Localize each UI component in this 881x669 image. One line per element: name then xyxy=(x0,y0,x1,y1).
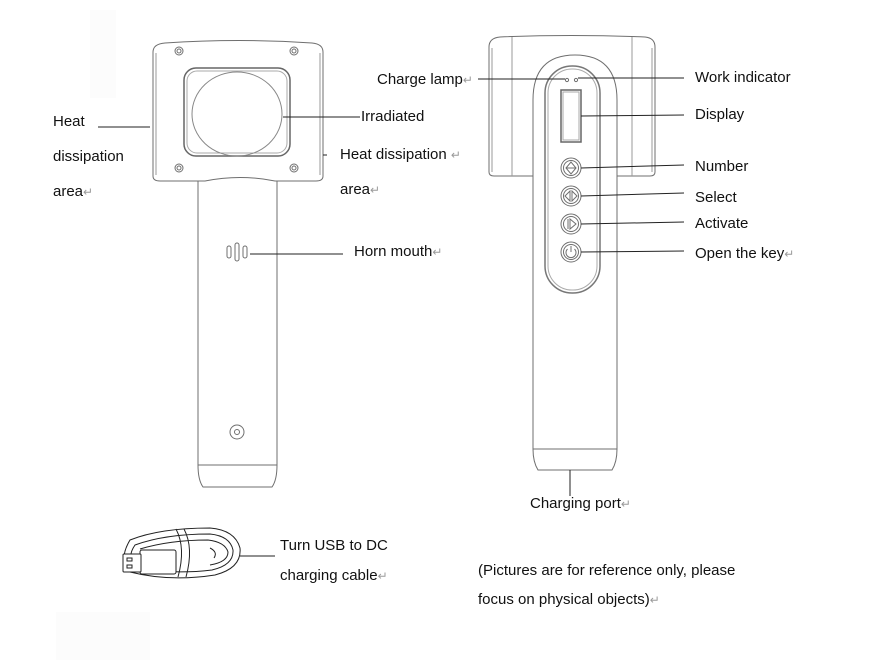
label-cable-line1: Turn USB to DC xyxy=(280,537,388,554)
label-heat-dissipation-right-line1: Heat dissipation ↵ xyxy=(340,146,461,163)
faint-background-patch xyxy=(90,10,116,98)
label-open-the-key: Open the key↵ xyxy=(695,245,795,262)
leader-line-activate xyxy=(580,221,685,225)
power-icon xyxy=(560,241,582,263)
return-mark-icon: ↵ xyxy=(83,185,94,199)
screw-icon xyxy=(289,163,299,173)
leader-line-select xyxy=(580,192,685,197)
usb-cable-illustration xyxy=(122,527,241,579)
right-device-handle xyxy=(532,54,618,471)
screw-icon xyxy=(289,46,299,56)
return-mark-icon: ↵ xyxy=(370,183,381,197)
label-select: Select xyxy=(695,189,737,206)
label-heat-dissipation-left-line1: Heat xyxy=(53,113,85,130)
irradiation-window xyxy=(183,67,291,157)
up-down-arrow-icon xyxy=(560,157,582,179)
screw-icon xyxy=(174,46,184,56)
port-hole-icon xyxy=(229,424,245,440)
label-heat-dissipation-right-line2: area↵ xyxy=(340,181,381,198)
label-horn-mouth: Horn mouth↵ xyxy=(354,243,443,260)
return-mark-icon: ↵ xyxy=(432,245,443,259)
screw-icon xyxy=(174,163,184,173)
label-heat-dissipation-left-line2: dissipation xyxy=(53,148,124,165)
return-mark-icon: ↵ xyxy=(620,497,631,511)
control-panel xyxy=(544,65,601,294)
leader-lines xyxy=(98,77,685,557)
label-irradiated: Irradiated xyxy=(361,108,425,125)
right-device-head xyxy=(488,35,656,177)
faint-background-patch xyxy=(56,612,150,660)
return-mark-icon: ↵ xyxy=(649,593,660,607)
leader-line-open-the-key xyxy=(580,250,685,253)
label-charge-lamp: Charge lamp↵ xyxy=(377,71,473,88)
return-mark-icon: ↵ xyxy=(784,247,795,261)
return-mark-icon: ↵ xyxy=(450,148,461,162)
label-number: Number xyxy=(695,158,749,175)
return-mark-icon: ↵ xyxy=(462,73,473,87)
left-device-handle xyxy=(197,181,278,488)
label-heat-dissipation-left-line3: area↵ xyxy=(53,183,94,200)
note-line1: (Pictures are for reference only, please xyxy=(478,562,736,579)
indicator-lamp-icon xyxy=(573,77,579,83)
label-charging-port: Charging port↵ xyxy=(530,495,631,512)
leader-line-display xyxy=(580,114,685,117)
label-activate: Activate xyxy=(695,215,749,232)
label-display: Display xyxy=(695,106,745,123)
return-mark-icon: ↵ xyxy=(377,569,388,583)
label-work-indicator: Work indicator xyxy=(695,69,791,86)
leader-line-number xyxy=(580,164,685,169)
label-cable-line2: charging cable↵ xyxy=(280,567,388,584)
note-line2: focus on physical objects)↵ xyxy=(478,591,660,608)
indicator-lamp-icon xyxy=(564,77,570,83)
speaker-grille-icon xyxy=(226,242,248,262)
left-device-head xyxy=(152,40,324,182)
